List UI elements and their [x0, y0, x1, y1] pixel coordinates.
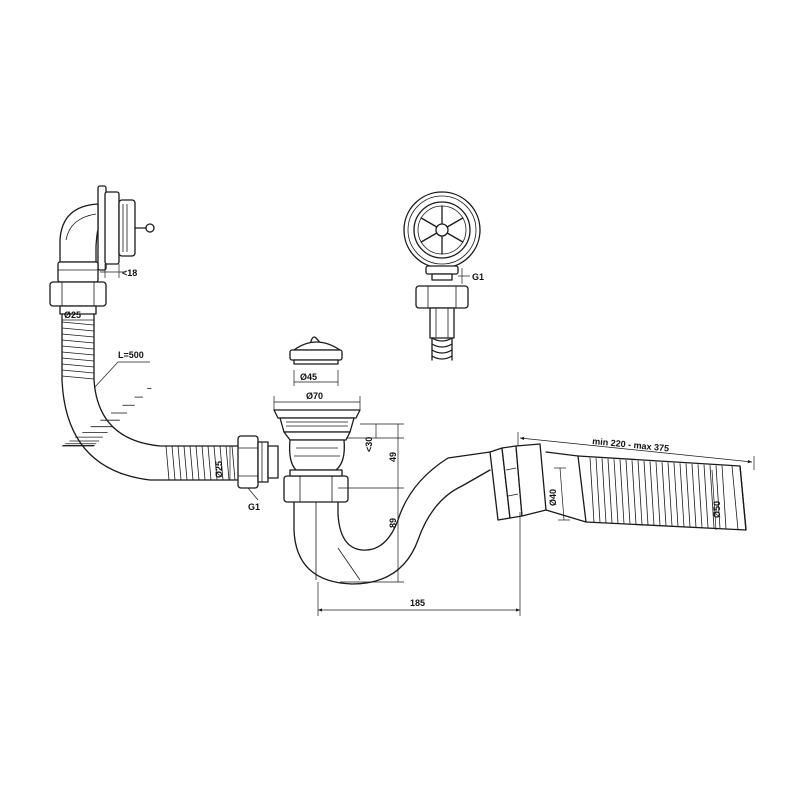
rib-line — [667, 462, 673, 527]
dim-185-label: 185 — [410, 598, 425, 608]
rib-line — [183, 445, 188, 481]
rib-line — [420, 217, 438, 228]
trap-u-bend — [293, 451, 491, 585]
rib-line — [613, 459, 619, 524]
dim-h89-label: 89 — [388, 518, 398, 528]
rib-line — [679, 463, 685, 527]
rib-line — [619, 459, 625, 524]
drain-body — [273, 409, 361, 503]
rib-line — [195, 445, 200, 481]
rib-line — [673, 462, 679, 527]
rib-line — [225, 445, 230, 481]
rib-line — [201, 445, 206, 481]
rib-line — [231, 445, 236, 481]
dim-d70-label: Ø70 — [306, 391, 323, 401]
rib-line — [601, 458, 607, 523]
rib-line — [637, 460, 643, 525]
rib-line — [655, 461, 661, 526]
rib-line — [595, 458, 601, 523]
dim-18-label: <18 — [122, 268, 137, 278]
rib-line — [61, 375, 95, 380]
g1-top-label: G1 — [472, 272, 484, 282]
dim-d40-label: Ø40 — [548, 489, 558, 506]
side-inlet — [237, 435, 279, 489]
strainer-cap: Ø45 — [289, 336, 343, 386]
rib-line — [61, 363, 95, 368]
rib-line — [715, 465, 721, 529]
dim-vertical: <30 49 89 — [338, 423, 404, 583]
rib-line — [446, 232, 464, 243]
dim-d45-label: Ø45 — [300, 372, 317, 382]
rib-line — [61, 345, 95, 350]
rib-line — [607, 458, 613, 524]
rib-line — [61, 321, 95, 326]
overflow-assembly — [49, 185, 155, 315]
dim-d25-mid-label: Ø25 — [214, 461, 224, 478]
overflow-front-view — [403, 191, 481, 361]
rib-line — [61, 357, 95, 362]
rib-line — [703, 464, 709, 528]
rib-line — [661, 462, 667, 526]
dim-d40: Ø40 — [548, 467, 570, 521]
rib-line — [691, 463, 697, 528]
rib-line — [420, 232, 438, 243]
dim-length-500: L=500 — [93, 350, 150, 389]
rib-line — [721, 465, 727, 529]
rib-line — [685, 463, 691, 528]
rib-line — [171, 445, 176, 481]
rib-line — [61, 351, 95, 356]
dim-d25-mid: Ø25 — [214, 445, 236, 481]
dim-h30-label: <30 — [364, 437, 374, 452]
g1-left-leader: G1 — [247, 487, 260, 512]
rib-line — [649, 461, 655, 526]
rib-line — [189, 445, 194, 481]
dim-length-range-label: min 220 - max 375 — [592, 436, 670, 453]
dim-d50: Ø50 — [711, 469, 722, 531]
rib-line — [643, 461, 649, 525]
rib-line — [709, 465, 715, 529]
outlet-hose — [545, 451, 747, 531]
rib-line — [219, 445, 224, 481]
rib-line — [589, 457, 595, 523]
dim-d50-label: Ø50 — [712, 501, 722, 518]
rib-line — [61, 339, 95, 344]
rib-line — [446, 217, 464, 228]
g1-left-label: G1 — [248, 502, 260, 512]
overflow-hose — [61, 313, 241, 481]
rib-line — [625, 459, 631, 525]
dim-length-500-label: L=500 — [118, 350, 144, 360]
rib-line — [697, 464, 703, 528]
rib-line — [207, 445, 212, 481]
rib-line — [165, 445, 170, 481]
dim-d70: Ø70 — [273, 391, 361, 410]
dim-185: 185 — [317, 512, 521, 616]
rib-line — [61, 327, 95, 332]
outlet-coupling — [489, 443, 547, 521]
dim-h49-label: 49 — [388, 452, 398, 462]
dim-18: <18 — [100, 264, 137, 278]
rib-line — [213, 445, 218, 481]
rib-line — [61, 369, 95, 374]
dim-d25-top-label: Ø25 — [64, 310, 81, 320]
rib-line — [631, 460, 637, 525]
rib-line — [177, 445, 182, 481]
rib-line — [61, 333, 95, 338]
g1-top-leader: G1 — [458, 268, 484, 284]
